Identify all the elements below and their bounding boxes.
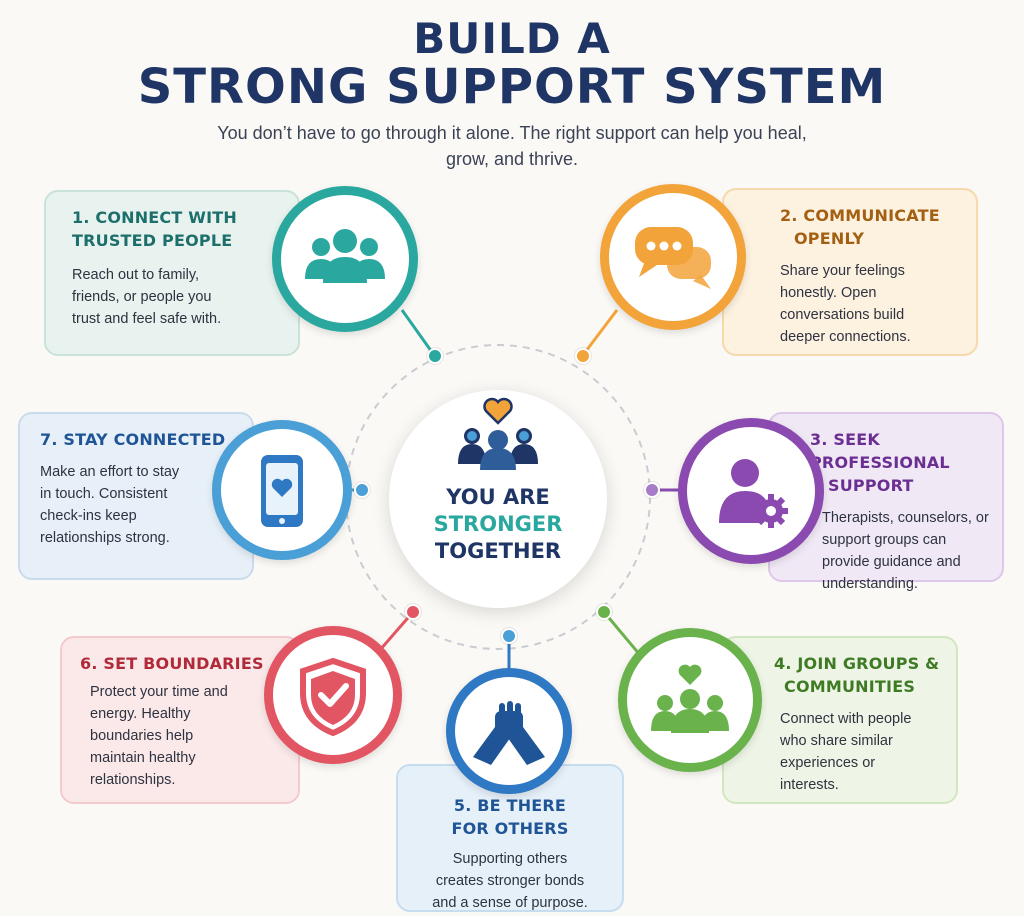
step-2-text-1: Share your feelings — [780, 263, 905, 279]
step-4-text-4: interests. — [780, 777, 839, 793]
step-1-title-line-2: TRUSTED PEOPLE — [72, 231, 233, 250]
title-line-2: STRONG SUPPORT SYSTEM — [137, 59, 887, 115]
step-card-6: 6. SET BOUNDARIES Protect your time and … — [60, 636, 300, 804]
step-5-text-3: and a sense of purpose. — [432, 895, 588, 911]
step-4-title-line-1: 4. JOIN GROUPS & — [774, 654, 940, 673]
step-7-text-2: in touch. Consistent — [40, 486, 168, 502]
step-6-text-3: boundaries help — [90, 728, 194, 744]
step-5-icon-ring — [446, 668, 572, 794]
step-5-title-line-1: 5. BE THERE — [453, 796, 567, 815]
step-3-title-line-1: 3. SEEK PROFESSIONAL — [810, 430, 950, 472]
phone-heart-icon — [261, 455, 303, 527]
center-line-1: YOU ARE — [446, 485, 550, 509]
center-line-3: TOGETHER — [434, 539, 562, 563]
step-6-text-2: energy. Healthy — [90, 706, 191, 722]
step-4-text-3: experiences or — [780, 755, 876, 771]
shield-check-icon — [300, 657, 366, 737]
step-2-title-line-2: OPENLY — [794, 229, 865, 248]
people-with-heart-icon — [458, 397, 538, 470]
connector-dot-6 — [405, 604, 421, 620]
step-1-text-3: trust and feel safe with. — [72, 311, 222, 327]
connector-dot-3 — [644, 482, 660, 498]
step-5-text-1: Supporting others — [452, 851, 568, 867]
step-7-text-4: relationships strong. — [40, 530, 170, 546]
step-6-text-4: maintain healthy — [90, 750, 196, 766]
step-3-text-3: provide guidance and — [822, 554, 961, 570]
step-4-icon-ring — [618, 628, 762, 772]
handshake-icon — [473, 701, 545, 765]
community-heart-icon — [651, 664, 729, 733]
step-6-text-1: Protect your time and — [90, 684, 228, 700]
subtitle: You don’t have to go through it alone. T… — [217, 123, 807, 169]
step-2-text-4: deeper connections. — [780, 329, 911, 345]
group-people-icon — [305, 229, 385, 283]
center-circle: YOU ARE STRONGER TOGETHER — [389, 390, 607, 608]
step-card-1: 1. CONNECT WITH TRUSTED PEOPLE Reach out… — [44, 190, 300, 356]
step-1-text-1: Reach out to family, — [72, 267, 200, 283]
step-3-text-1: Therapists, counselors, or — [822, 510, 989, 526]
step-5-title-line-2: FOR OTHERS — [451, 819, 569, 838]
step-7-text-1: Make an effort to stay — [40, 464, 180, 480]
step-7-icon-ring — [212, 420, 352, 560]
step-7-text-3: check-ins keep — [40, 508, 137, 524]
speech-bubbles-icon — [635, 227, 711, 289]
step-3-text-2: support groups can — [822, 532, 947, 548]
step-7-title: 7. STAY CONNECTED — [40, 430, 226, 449]
step-4-title-line-2: COMMUNITIES — [784, 677, 916, 696]
connector-dot-5 — [501, 628, 517, 644]
step-2-text-2: honestly. Open — [780, 285, 877, 301]
step-2-icon-ring — [600, 184, 746, 330]
step-card-2: 2. COMMUNICATE OPENLY Share your feeling… — [722, 188, 978, 356]
step-1-title-line-1: 1. CONNECT WITH — [72, 208, 237, 227]
connector-dot-7 — [354, 482, 370, 498]
step-3-text-4: understanding. — [822, 576, 918, 592]
step-4-text-1: Connect with people — [780, 711, 912, 727]
step-6-title: 6. SET BOUNDARIES — [80, 654, 264, 673]
step-6-icon-ring — [264, 626, 402, 764]
title-line-1: BUILD A — [413, 14, 611, 63]
step-1-icon-ring — [272, 186, 418, 332]
step-card-4: 4. JOIN GROUPS & COMMUNITIES Connect wit… — [722, 636, 958, 804]
step-3-icon-ring — [678, 418, 824, 564]
step-4-text-2: who share similar — [780, 733, 893, 749]
step-6-text-5: relationships. — [90, 772, 176, 788]
connector-dot-4 — [596, 604, 612, 620]
step-3-title-line-2: SUPPORT — [828, 476, 914, 495]
center-line-2: STRONGER — [433, 512, 563, 536]
connector-dot-1 — [427, 348, 443, 364]
step-1-text-2: friends, or people you — [72, 289, 212, 305]
step-2-title-line-1: 2. COMMUNICATE — [780, 206, 940, 225]
step-2-text-3: conversations build — [780, 307, 905, 323]
connector-dot-2 — [575, 348, 591, 364]
person-gear-icon — [719, 459, 788, 528]
step-5-text-2: creates stronger bonds — [435, 873, 585, 889]
